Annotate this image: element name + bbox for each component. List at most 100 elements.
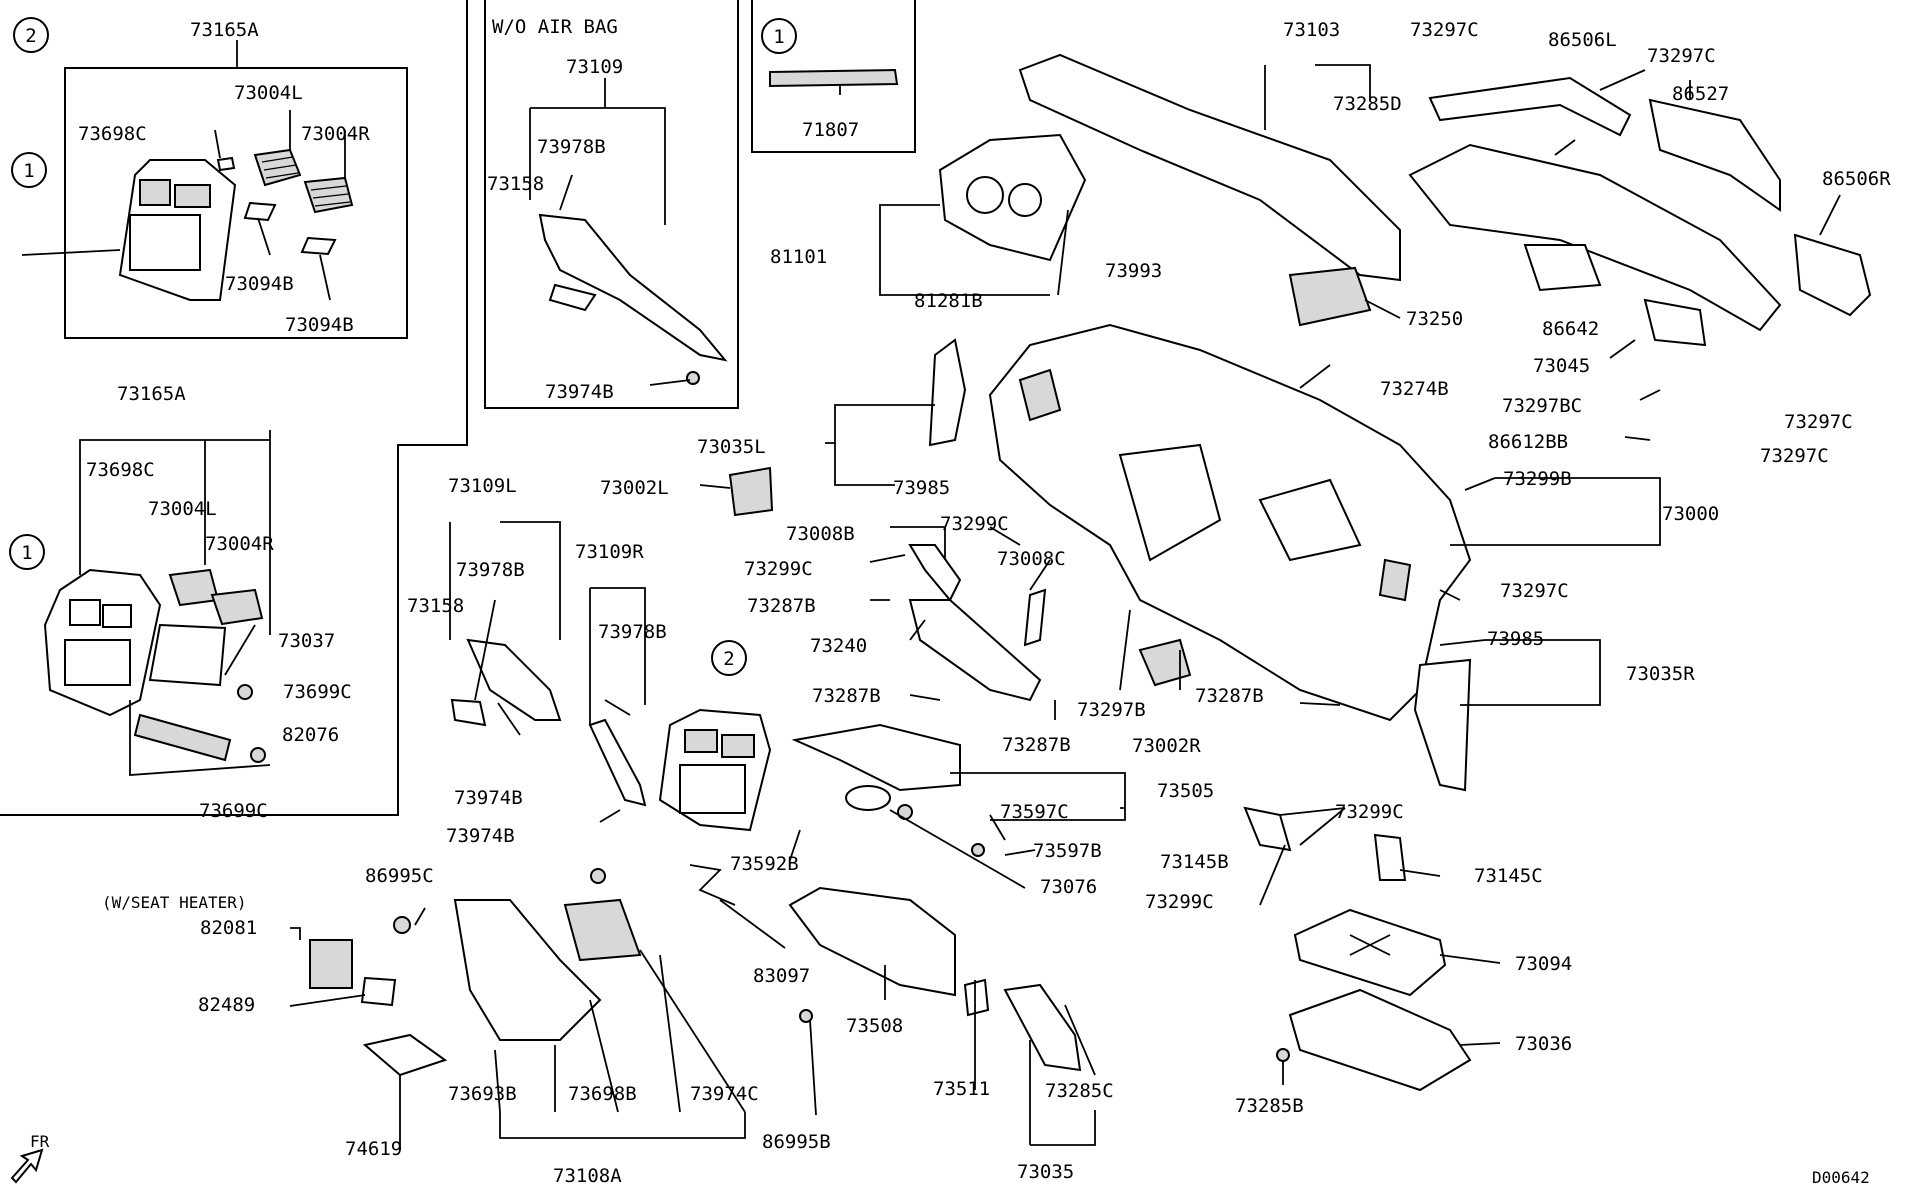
front-marker-label: FR [30, 1132, 50, 1151]
instrument-panel-body-sketch [988, 323, 1472, 722]
label-83097: 83097 [753, 965, 810, 987]
duct-branch-sketch [1643, 298, 1707, 347]
label-73076: 73076 [1040, 876, 1097, 898]
glove-box-lid-sketch [963, 978, 990, 1017]
label-73285D: 73285D [1333, 93, 1402, 115]
label-86995C: 86995C [365, 865, 434, 887]
label-73109R: 73109R [575, 541, 644, 563]
label-73699C-2: 73699C [199, 800, 268, 822]
switch-panel-sketch [133, 713, 232, 762]
label-seat-heater: (W/SEAT HEATER) [102, 893, 247, 912]
cup-holder-ring-sketch [845, 785, 891, 811]
label-73109L: 73109L [448, 475, 517, 497]
bracket-73145b-sketch [1243, 806, 1292, 852]
label-73008B: 73008B [786, 523, 855, 545]
switch-cover-sketch [360, 976, 397, 1007]
instrument-panel-vent-sketch [1378, 558, 1412, 602]
knee-panel-sketch [538, 213, 728, 362]
label-73094B-bottom: 73094B [285, 314, 354, 336]
label-73698C-top: 73698C [78, 123, 147, 145]
panel-left-divider [0, 0, 468, 816]
ashtray-tray-sketch [362, 1033, 448, 1077]
label-73297BC: 73297BC [1502, 395, 1582, 417]
callout-1-label: 1 [773, 26, 784, 48]
emblem-logo-sketch [769, 68, 899, 88]
instrument-panel-top-pad-sketch [1018, 53, 1401, 282]
air-vent-pair-sketch [168, 568, 264, 626]
bracket-73145c-sketch [1373, 833, 1407, 881]
label-73511: 73511 [933, 1078, 990, 1100]
label-73974B-2: 73974B [446, 825, 515, 847]
label-73287B-2: 73287B [812, 685, 881, 707]
label-73274B: 73274B [1380, 378, 1449, 400]
label-73035R: 73035R [1626, 663, 1695, 685]
label-73597B: 73597B [1033, 840, 1102, 862]
label-86506L: 86506L [1548, 29, 1617, 51]
screw-sketch [590, 868, 606, 884]
callout-circle-1-logo: 1 [761, 18, 797, 54]
leader-lines [79, 40, 1841, 1150]
label-73158-wo: 73158 [487, 173, 544, 195]
label-73698B: 73698B [568, 1083, 637, 1105]
lower-console-switch-sketch [563, 898, 642, 962]
label-73287B-3: 73287B [1195, 685, 1264, 707]
label-82076: 82076 [282, 724, 339, 746]
label-73974B-1: 73974B [454, 787, 523, 809]
label-73108A: 73108A [553, 1165, 622, 1187]
side-cover-right-sketch [1413, 658, 1472, 792]
instrument-panel-opening-sketch [1258, 478, 1362, 562]
label-73094: 73094 [1515, 953, 1572, 975]
bracket-sketch [1023, 588, 1047, 647]
pad-sketch [243, 201, 277, 222]
side-cover-left-sketch [928, 338, 967, 447]
air-vent-right-sketch [303, 176, 354, 214]
drawing-code: D00642 [1812, 1168, 1870, 1187]
meter-opening-sketch [1008, 183, 1042, 217]
side-cover-lower-sketch [1003, 983, 1082, 1072]
label-73592B: 73592B [730, 853, 799, 875]
lower-console-sketch [453, 899, 602, 1041]
label-73036: 73036 [1515, 1033, 1572, 1055]
label-73297C-4: 73297C [1760, 445, 1829, 467]
heater-duct-center-sketch [1408, 143, 1782, 332]
label-73037: 73037 [278, 630, 335, 652]
air-vent-side-left-sketch [728, 466, 774, 517]
callout-2-label: 2 [723, 648, 734, 670]
callout-1-label: 1 [21, 542, 32, 564]
label-73974B-wo: 73974B [545, 381, 614, 403]
label-73699C-1: 73699C [283, 681, 352, 703]
front-arrow-icon [10, 1148, 44, 1184]
clip-sketch [216, 156, 236, 172]
label-73145C: 73145C [1474, 865, 1543, 887]
label-73299C-1: 73299C [940, 513, 1009, 535]
callout-circle-1-panel-left: 1 [9, 534, 45, 570]
label-81101: 81101 [770, 246, 827, 268]
label-73299C-2: 73299C [744, 558, 813, 580]
lower-reinforcement-sketch [908, 599, 1042, 702]
label-86642: 86642 [1542, 318, 1599, 340]
label-73004R-top: 73004R [301, 123, 370, 145]
air-vent-sketch [721, 734, 755, 758]
air-vent-side-right-sketch [1138, 638, 1192, 687]
display-frame-sketch [148, 623, 227, 687]
label-73103: 73103 [1283, 19, 1340, 41]
screw-sketch [237, 684, 253, 700]
label-86506R: 86506R [1822, 168, 1891, 190]
label-73094B-top: 73094B [225, 273, 294, 295]
callout-circle-2-mid: 2 [711, 640, 747, 676]
duct-right-sketch [1648, 98, 1781, 212]
seat-heater-switch-sketch [309, 939, 353, 989]
label-73109: 73109 [566, 56, 623, 78]
label-wo-airbag: W/O AIR BAG [492, 16, 618, 38]
display-frame-sketch [679, 764, 746, 814]
label-73165A-top: 73165A [190, 19, 259, 41]
label-71807: 71807 [802, 119, 859, 141]
leader-line [21, 249, 121, 256]
label-73985-left: 73985 [893, 477, 950, 499]
label-73004L-top: 73004L [234, 82, 303, 104]
label-73297C-1: 73297C [1410, 19, 1479, 41]
screw-sketch [799, 1009, 813, 1023]
clip-sketch [971, 843, 985, 857]
label-73508: 73508 [846, 1015, 903, 1037]
label-73297B: 73297B [1077, 699, 1146, 721]
